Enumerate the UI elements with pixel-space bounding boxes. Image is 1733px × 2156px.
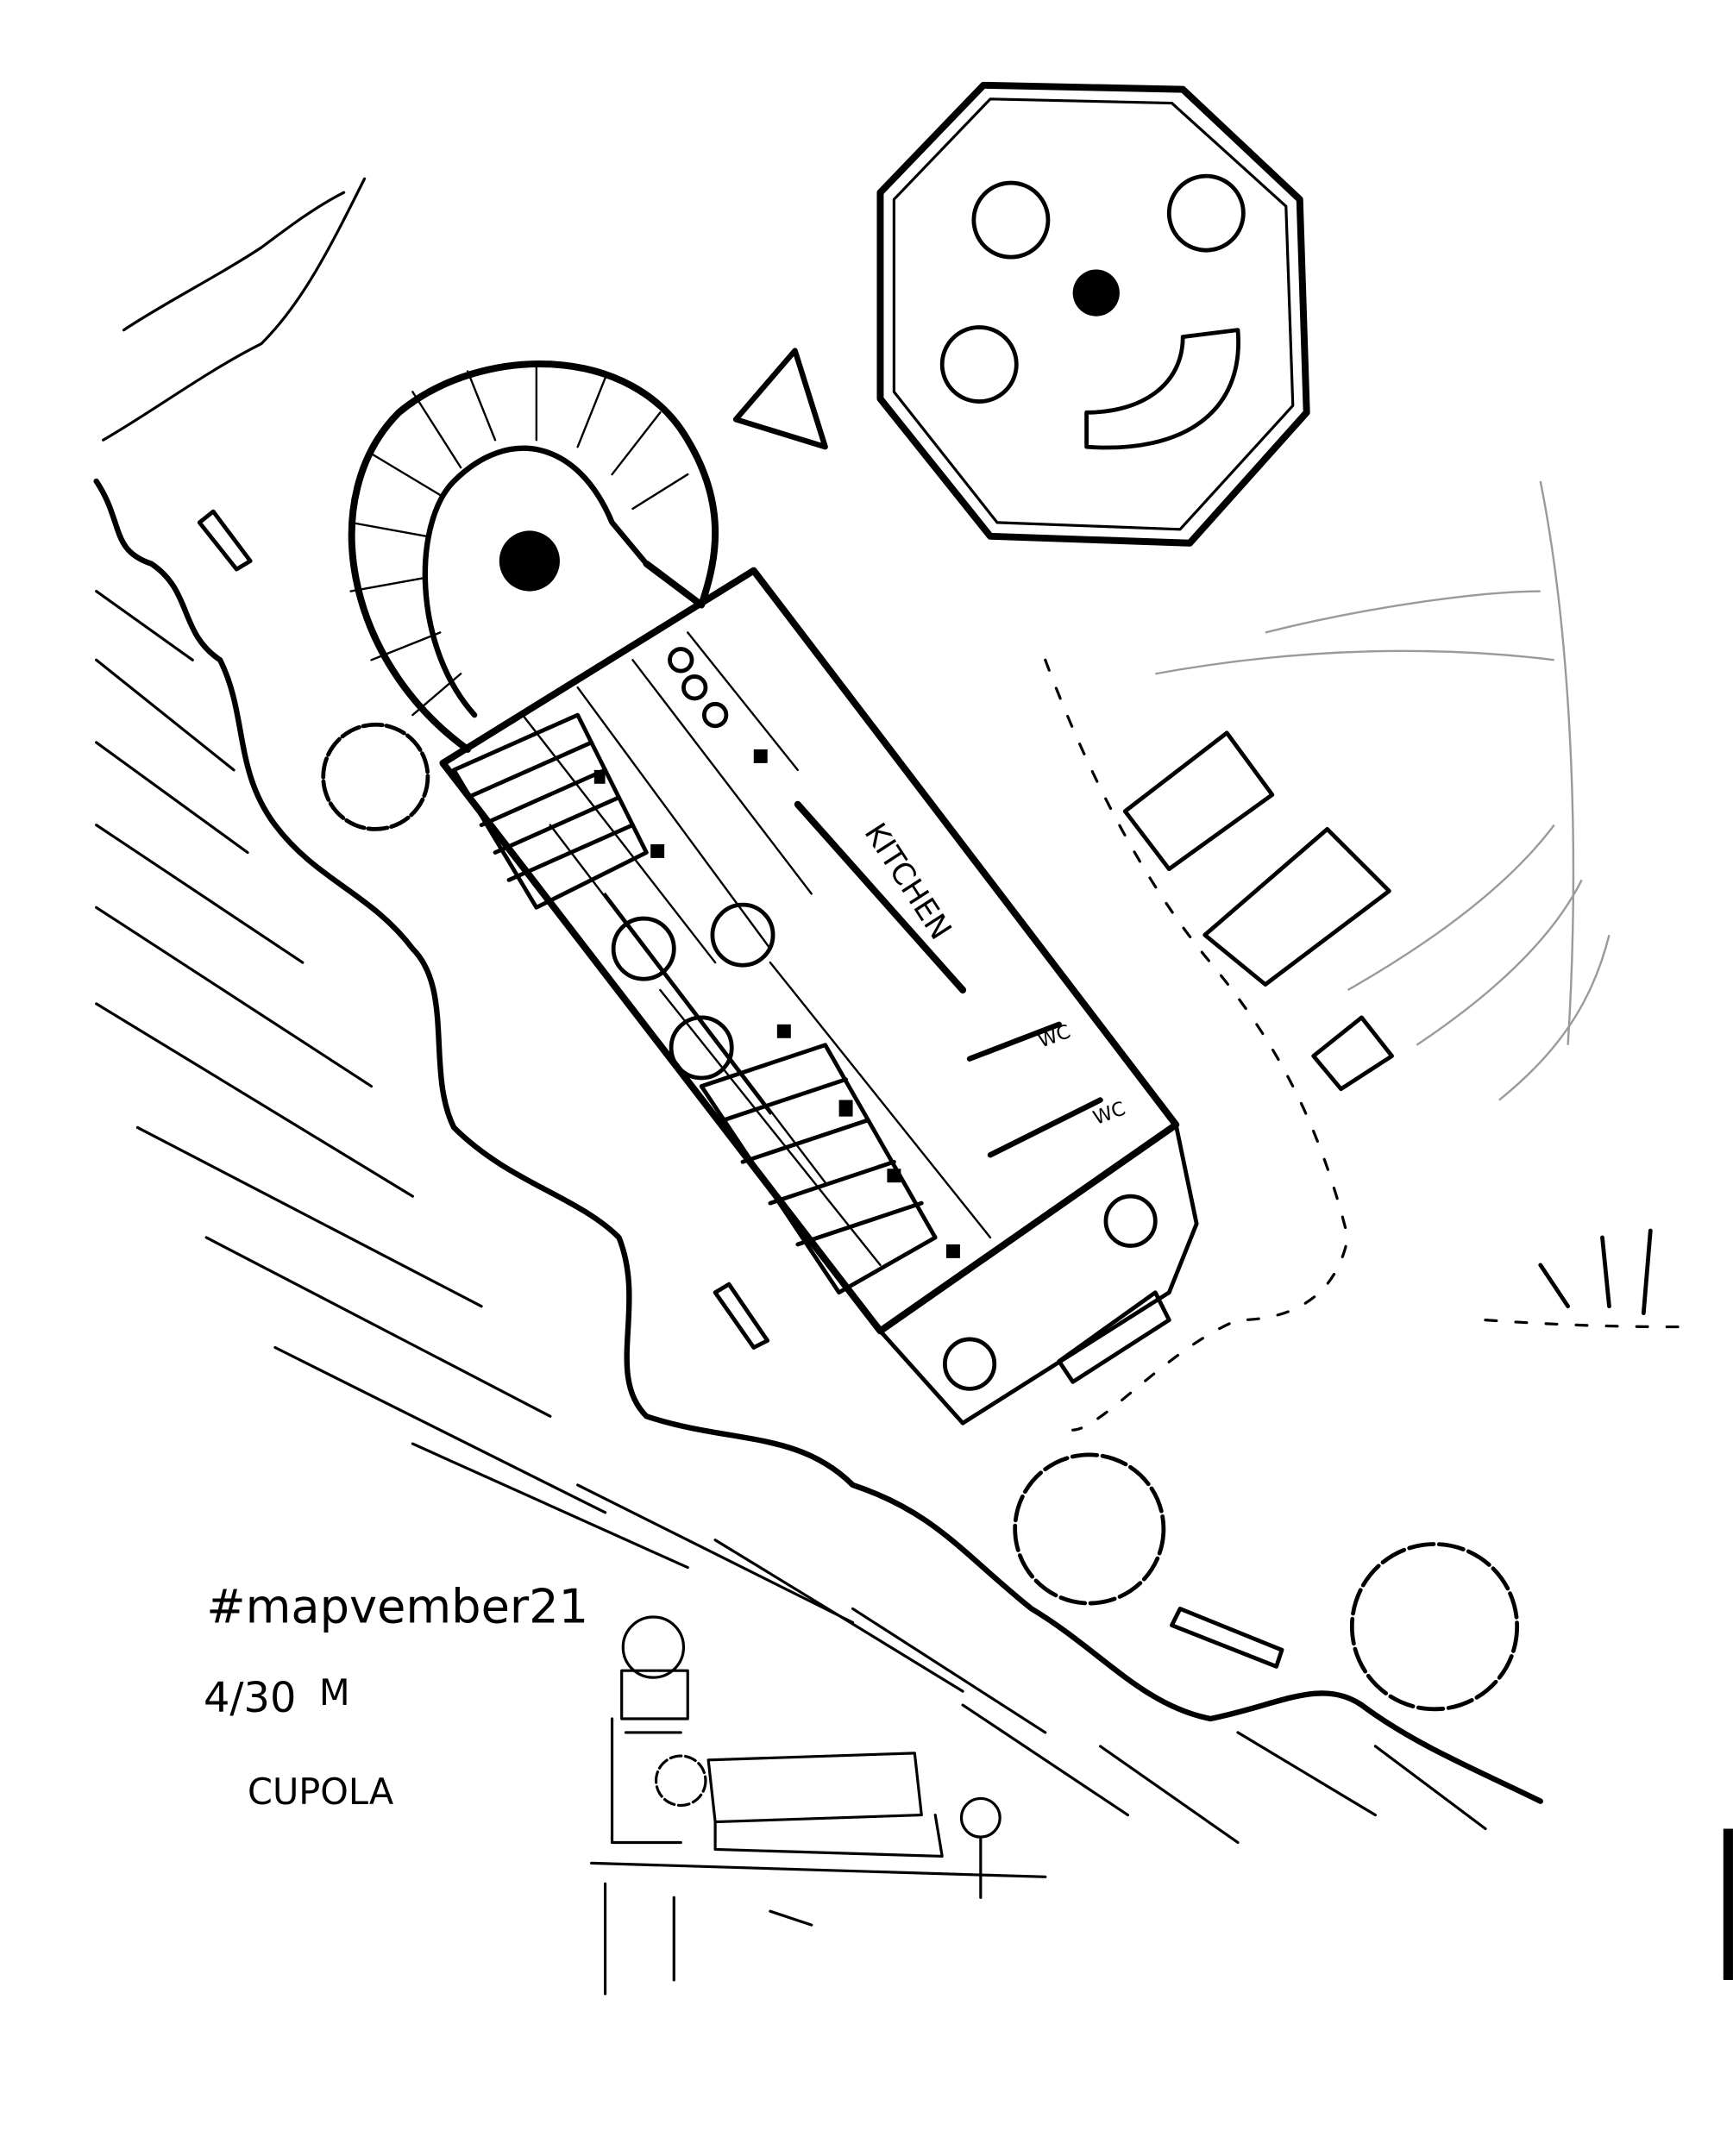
cupola-elevation-sketch — [590, 1615, 1047, 1996]
cliff-edge — [93, 478, 1543, 1804]
stair-hole — [499, 530, 560, 592]
people — [1538, 1228, 1653, 1316]
octagon-pavilion — [876, 81, 1310, 547]
scan-edge — [1723, 1828, 1733, 1980]
artist-signature: M — [319, 1672, 350, 1714]
spiral-stair-tower — [348, 360, 719, 753]
wc-label-1: WC — [1035, 1020, 1073, 1052]
path-boundary — [1044, 658, 1686, 1432]
triangle-marker — [732, 348, 828, 450]
vehicles — [1122, 730, 1394, 1092]
map-name: CUPOLA — [248, 1771, 393, 1813]
pencil-arcs — [1155, 480, 1611, 1101]
trees — [321, 722, 1520, 1712]
map-date: 4/30 — [204, 1675, 296, 1722]
map-title: #mapvember21 — [206, 1579, 588, 1633]
grass-scribble — [102, 177, 367, 442]
benches — [197, 509, 1284, 1669]
tables — [611, 647, 1158, 1391]
main-building: KITCHEN WC WC — [439, 567, 1199, 1426]
cliff-hatching — [95, 589, 1487, 1845]
